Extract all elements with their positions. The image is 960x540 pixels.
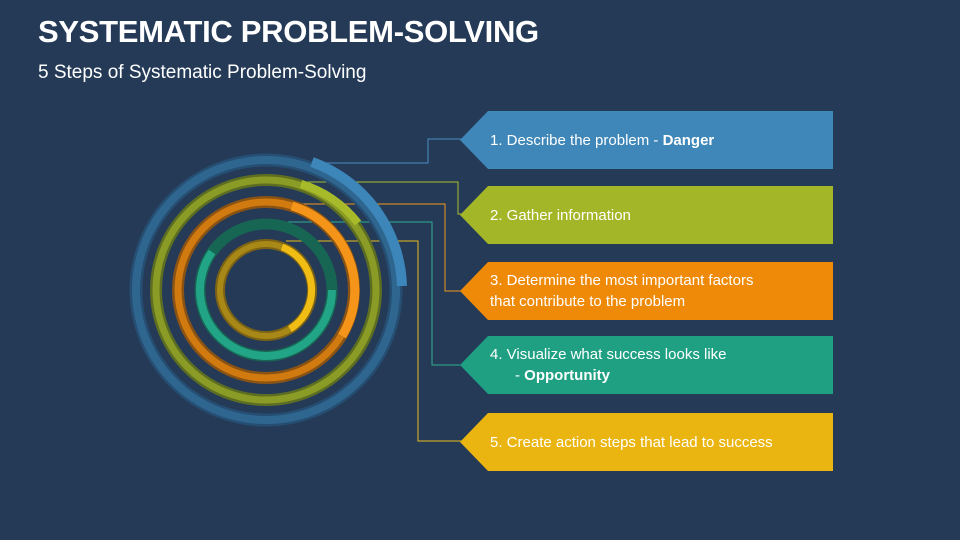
slide-title: SYSTEMATIC PROBLEM-SOLVING bbox=[38, 14, 539, 49]
step-2-text: 2. Gather information bbox=[490, 206, 631, 224]
step-1-text: 1. Describe the problem - bbox=[490, 131, 663, 149]
slide-subtitle: 5 Steps of Systematic Problem-Solving bbox=[38, 62, 367, 83]
step-4-bold-text: Opportunity bbox=[524, 367, 610, 384]
ring-5-arc bbox=[280, 243, 316, 332]
step-3-text-line2: that contribute to the problem bbox=[490, 293, 686, 310]
connector-line-1 bbox=[306, 138, 462, 164]
step-4-text-line2: - bbox=[515, 367, 525, 384]
connector-line-4 bbox=[288, 221, 470, 366]
step-4-banner: 4. Visualize what success looks like - O… bbox=[460, 336, 833, 394]
ring-1-arc bbox=[310, 157, 407, 287]
ring-3-arc bbox=[290, 201, 360, 339]
step-1-banner: 1. Describe the problem - Danger bbox=[460, 111, 833, 169]
step-4-text-line1: 4. Visualize what success looks like bbox=[490, 346, 727, 363]
ring-1-base bbox=[132, 156, 400, 424]
step-5-text: 5. Create action steps that lead to succ… bbox=[490, 433, 773, 451]
step-5-banner: 5. Create action steps that lead to succ… bbox=[460, 413, 833, 471]
ring-2-base bbox=[152, 176, 380, 404]
step-3-banner: 3. Determine the most important factors … bbox=[460, 262, 833, 320]
step-2-banner: 2. Gather information bbox=[460, 186, 833, 244]
step-1-bold-text: Danger bbox=[662, 131, 715, 149]
connector-line-5 bbox=[286, 240, 470, 442]
ring-4-arc bbox=[196, 249, 336, 360]
ring-2-arc bbox=[299, 180, 362, 226]
step-3-text-line1: 3. Determine the most important factors bbox=[490, 272, 754, 289]
